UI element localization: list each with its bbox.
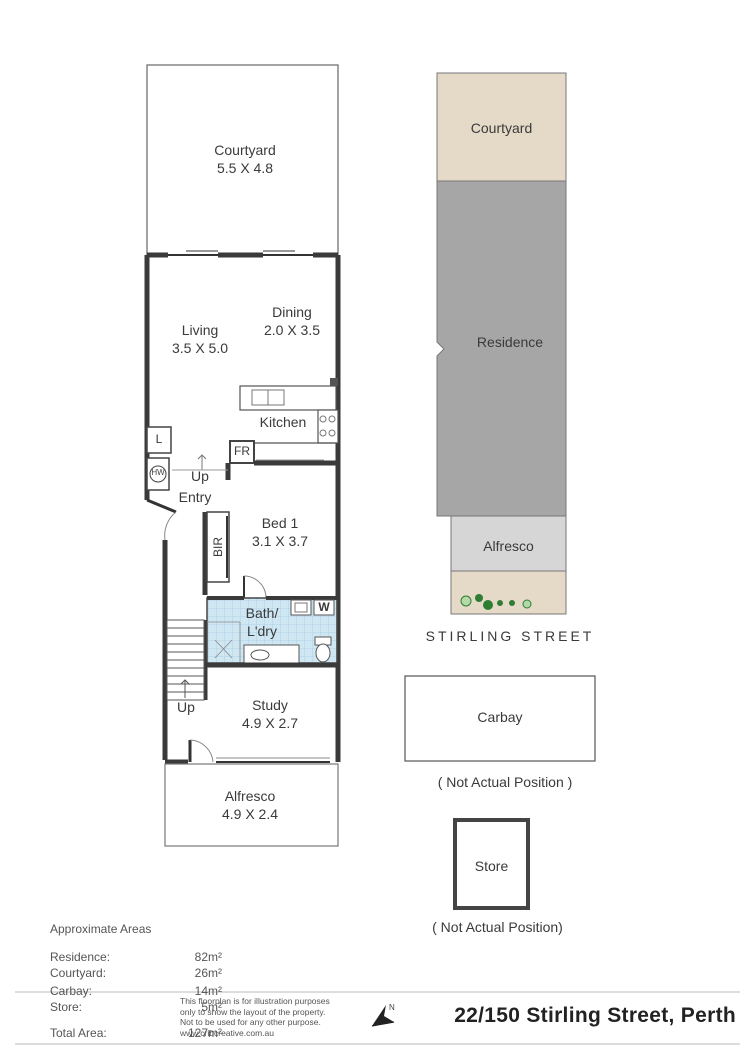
site-store — [453, 818, 530, 910]
bir-label: BIR — [211, 537, 225, 558]
site-carbay — [404, 675, 596, 762]
bed1-label: Bed 1 3.1 X 3.7 — [251, 515, 309, 549]
hot-water-label: HW — [151, 468, 165, 477]
garden-plants — [460, 594, 532, 610]
sliding-door-right — [263, 250, 313, 256]
study-sliding-door — [216, 757, 330, 763]
kitchen-bench-upper — [239, 378, 338, 411]
washer-label: W — [318, 600, 330, 614]
site-garden — [450, 570, 567, 615]
staircase — [166, 619, 205, 701]
north-arrow-icon — [371, 1005, 395, 1027]
courtyard-area — [146, 64, 339, 256]
kitchen-bench-lower — [240, 409, 339, 444]
study-walls — [165, 662, 341, 765]
disclaimer: This floorplan is for illustration purpo… — [180, 996, 355, 1038]
up-lower-label: Up — [177, 699, 195, 715]
courtyard-label: Courtyard 5.5 X 4.8 — [214, 142, 276, 176]
bed1-north-wall — [225, 460, 338, 480]
up-upper-label: Up — [191, 468, 209, 484]
dining-label: Dining 2.0 X 3.5 — [263, 304, 321, 338]
sliding-door-left — [168, 250, 218, 256]
site-alfresco-label: Alfresco — [483, 538, 534, 554]
entry-door — [146, 498, 177, 541]
linen-cupboard — [146, 426, 172, 454]
study-door — [188, 739, 214, 763]
site-residence — [436, 180, 567, 517]
dryer — [290, 599, 312, 616]
toilet — [314, 636, 332, 663]
living-label: Living 3.5 X 5.0 — [171, 322, 229, 356]
study-label: Study 4.9 X 2.7 — [241, 697, 299, 731]
site-courtyard — [436, 72, 567, 182]
areas-heading: Approximate Areas — [50, 922, 152, 936]
street-label: STIRLING STREET — [425, 628, 595, 644]
kitchen-label: Kitchen — [259, 414, 307, 430]
entry-label: Entry — [178, 489, 212, 505]
property-title: 22/150 Stirling Street, Perth — [454, 1004, 736, 1027]
carbay-label: Carbay — [477, 709, 523, 725]
site-alfresco — [450, 515, 567, 572]
bath-laundry-label: Bath/ L'dry — [245, 605, 279, 639]
site-residence-label: Residence — [476, 334, 544, 350]
entry-arrow — [197, 454, 207, 470]
store-note: ( Not Actual Position) — [432, 919, 563, 935]
website-link[interactable]: www.cribcreative.com.au — [180, 1027, 275, 1038]
north-label: N — [389, 1003, 395, 1012]
alfresco-area — [164, 763, 339, 847]
store-label: Store — [474, 858, 509, 874]
linen-label: L — [155, 432, 163, 446]
alfresco-label: Alfresco 4.9 X 2.4 — [221, 788, 279, 822]
washer-box — [313, 599, 335, 616]
stair-walls — [162, 512, 208, 760]
bir-robe — [206, 511, 230, 583]
bed1-door — [243, 575, 267, 599]
carbay-note: ( Not Actual Position ) — [437, 774, 573, 790]
fridge-label: FR — [234, 444, 250, 458]
hot-water-unit — [146, 457, 170, 491]
site-courtyard-label: Courtyard — [470, 120, 533, 136]
shower — [207, 621, 241, 663]
fridge-recess — [229, 440, 255, 464]
